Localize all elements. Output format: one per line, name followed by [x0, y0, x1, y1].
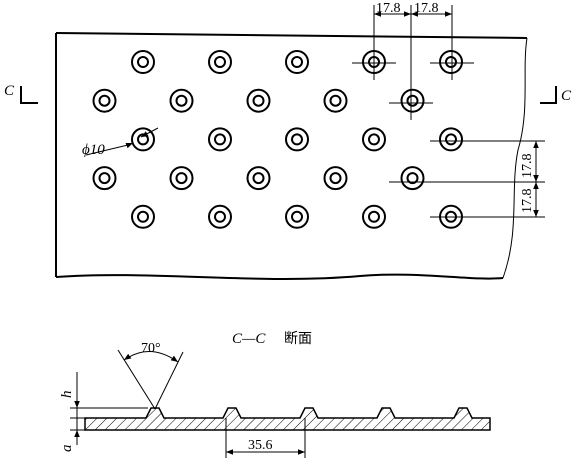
section-title: C—C 断面 [232, 331, 312, 347]
hole [208, 204, 232, 229]
hole-inner-ring [98, 94, 111, 107]
hole-inner-ring [406, 94, 419, 107]
dim-thickness: a [59, 445, 75, 453]
hole-inner-ring [137, 210, 149, 223]
hole-outer-ring [92, 166, 117, 191]
hole-outer-ring [131, 50, 155, 74]
hole [439, 127, 463, 152]
dimension-pitch-x: 17.8 17.8 [373, 1, 453, 120]
hole [208, 50, 232, 74]
hole-outer-ring [131, 127, 155, 152]
hole [323, 166, 348, 191]
cross-section [84, 407, 491, 431]
hole-inner-ring [214, 210, 226, 223]
hole-inner-ring [406, 172, 419, 185]
hole-outer-ring [246, 166, 271, 191]
dimension-height-thickness: h a [59, 372, 148, 452]
section-marker-right: C [540, 86, 572, 104]
section-marker-right-label: C [561, 88, 572, 104]
hole-outer-ring [439, 50, 463, 74]
dim-pitch-y-bottom: 17.8 [520, 189, 535, 214]
hole [131, 204, 155, 229]
section-title-suffix: 断面 [284, 331, 312, 347]
section-marker-left: C [4, 83, 38, 104]
hole-outer-ring [169, 166, 194, 191]
hole-inner-ring [329, 94, 342, 107]
hole [169, 88, 194, 113]
hole-outer-ring [323, 88, 348, 113]
hole [323, 88, 348, 113]
hole [131, 50, 155, 74]
hole-inner-ring [175, 94, 188, 107]
hole-inner-ring [252, 94, 265, 107]
plate-outline [55, 32, 528, 280]
hole-inner-ring [214, 133, 226, 146]
section-marker-left-label: C [4, 83, 15, 99]
section-title-italic: C—C [232, 331, 266, 347]
hole-outer-ring [362, 127, 386, 152]
hole-inner-ring [137, 56, 149, 68]
hole-inner-ring [329, 172, 342, 185]
hole [400, 166, 425, 191]
section-profile [84, 407, 491, 431]
dim-angle: 70° [141, 341, 161, 356]
hole-outer-ring [208, 204, 232, 229]
hole-inner-ring [214, 56, 226, 68]
hole-inner-ring [291, 210, 303, 223]
hole-outer-ring [323, 166, 348, 191]
hole [285, 127, 309, 152]
hole-inner-ring [291, 133, 303, 146]
dim-height: h [59, 391, 75, 399]
hole-outer-ring [92, 88, 117, 113]
hole-outer-ring [208, 50, 232, 74]
hole-outer-ring [400, 88, 425, 113]
hole [362, 204, 386, 229]
dimension-hole-diameter: ϕ10 [82, 127, 159, 158]
hole-pattern [92, 50, 463, 229]
hole [246, 88, 271, 113]
hole-inner-ring [368, 133, 380, 146]
dim-pitch-x-right: 17.8 [414, 1, 439, 16]
hole [92, 166, 117, 191]
hole [169, 166, 194, 191]
dimension-angle: 70° [117, 341, 184, 410]
hole [439, 50, 463, 74]
hole [92, 88, 117, 113]
hole-outer-ring [439, 127, 463, 152]
hole [285, 50, 309, 74]
dim-pitch-y-top: 17.8 [520, 154, 535, 179]
hole [208, 127, 232, 152]
hole-inner-ring [175, 172, 188, 185]
dim-hole-diameter: ϕ10 [82, 142, 105, 158]
hole-outer-ring [208, 127, 232, 152]
hole [400, 88, 425, 113]
dim-pitch-x-left: 17.8 [376, 1, 401, 16]
hole [246, 166, 271, 191]
dim-section-pitch: 35.6 [248, 438, 273, 453]
hole-outer-ring [362, 204, 386, 229]
hole-outer-ring [400, 166, 425, 191]
hole-outer-ring [285, 50, 309, 74]
hole-inner-ring [368, 210, 380, 223]
dimension-section-pitch: 35.6 [225, 418, 306, 458]
hole-outer-ring [131, 204, 155, 229]
hole [362, 127, 386, 152]
hole-inner-ring [291, 56, 303, 68]
hole-inner-ring [252, 172, 265, 185]
hole-inner-ring [98, 172, 111, 185]
hole-outer-ring [285, 127, 309, 152]
dimension-pitch-y: 17.8 17.8 [407, 140, 545, 218]
hole-outer-ring [285, 204, 309, 229]
hole-outer-ring [246, 88, 271, 113]
hole-inner-ring [445, 133, 457, 146]
hole-outer-ring [169, 88, 194, 113]
hole-inner-ring [445, 56, 457, 68]
hole [285, 204, 309, 229]
